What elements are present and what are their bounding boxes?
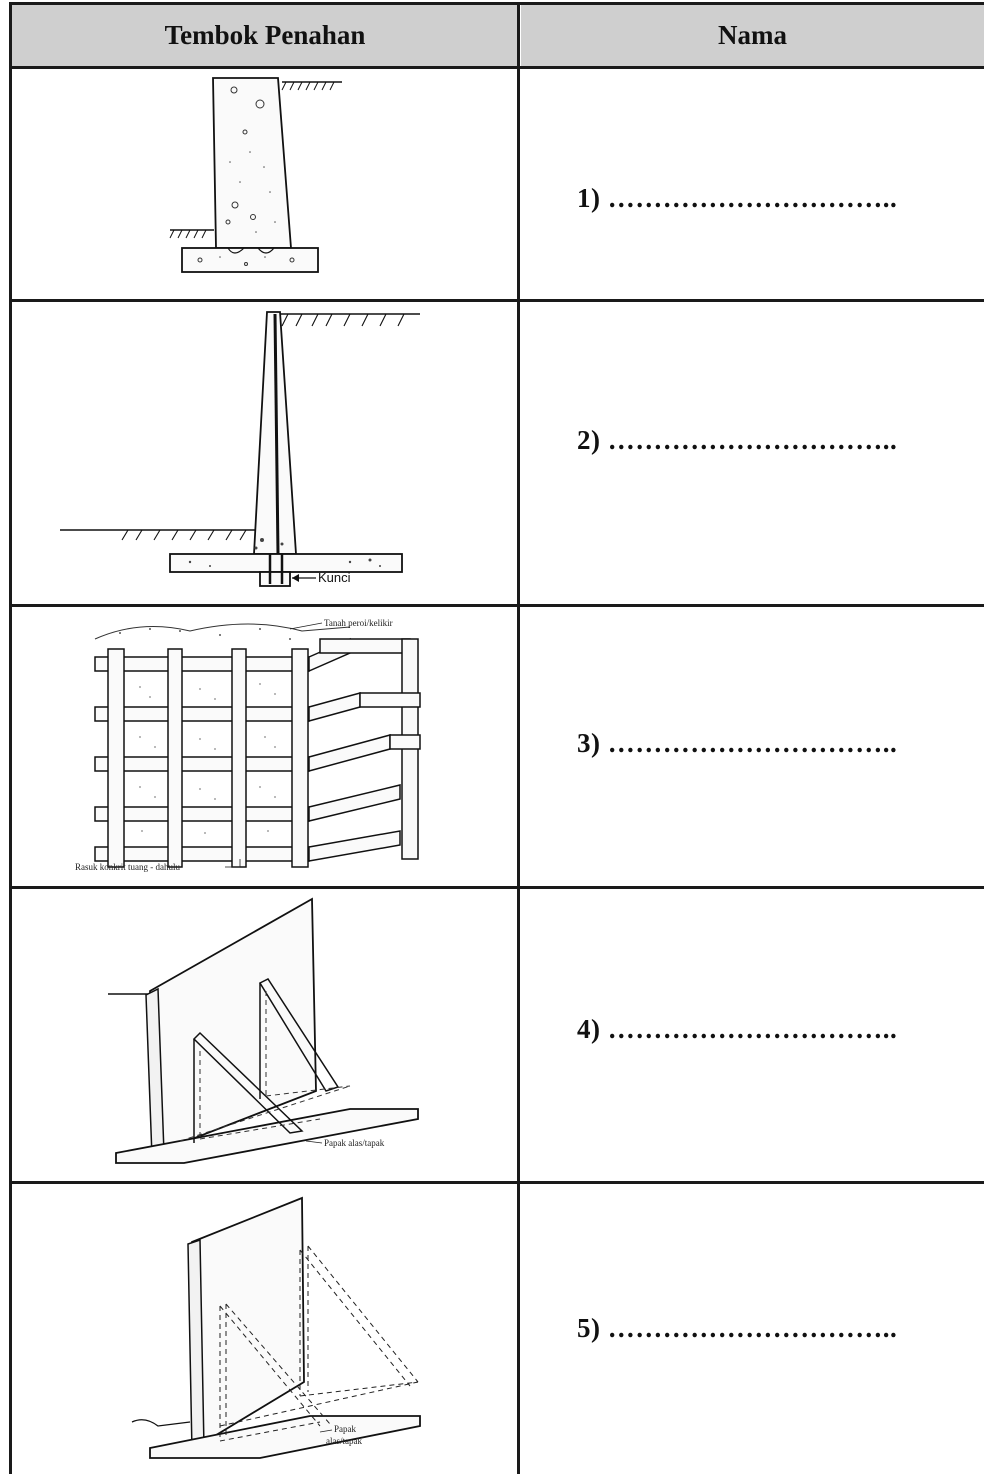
- answer-blank[interactable]: …………………………..: [607, 1313, 898, 1343]
- answer-number: 2): [577, 425, 601, 455]
- answer-row-4[interactable]: 4) …………………………..: [577, 1014, 897, 1045]
- answer-row-3[interactable]: 3) …………………………..: [577, 728, 897, 759]
- header-nama: Nama: [521, 4, 984, 67]
- answer-blank[interactable]: …………………………..: [607, 728, 898, 758]
- label-tanah-peroi: Tanah peroi/kelikir: [324, 618, 393, 628]
- answer-number: 3): [577, 728, 601, 758]
- answer-blank[interactable]: …………………………..: [607, 183, 898, 213]
- answer-number: 5): [577, 1313, 601, 1343]
- label-kunci: Kunci: [318, 570, 351, 585]
- answer-blank[interactable]: …………………………..: [607, 1014, 898, 1044]
- figure-cantilever-wall: Kunci: [20, 304, 500, 602]
- answer-blank[interactable]: …………………………..: [607, 425, 898, 455]
- counterfort-wall-drawing: Papak alas/tapak: [108, 897, 419, 1164]
- table-column-divider: [517, 2, 520, 1474]
- answer-number: 1): [577, 183, 601, 213]
- header-tembok-penahan: Tembok Penahan: [12, 4, 518, 67]
- gravity-wall-drawing: [169, 77, 342, 273]
- label-alas-tapak: alas/tapak: [326, 1436, 362, 1446]
- figure-buttress-wall: Papak alas/tapak: [20, 1186, 500, 1472]
- row-divider-4: [9, 1181, 984, 1184]
- table-border-left: [9, 2, 12, 1474]
- row-divider-3: [9, 886, 984, 889]
- label-rasuk-konkrit: Rasuk konkrit tuang - dahulu: [75, 862, 180, 872]
- answer-row-2[interactable]: 2) …………………………..: [577, 425, 897, 456]
- cantilever-wall-drawing: Kunci: [60, 311, 420, 587]
- answer-row-5[interactable]: 5) …………………………..: [577, 1313, 897, 1344]
- answer-number: 4): [577, 1014, 601, 1044]
- table-border-top: [9, 2, 984, 5]
- figure-counterfort-wall: Papak alas/tapak: [20, 891, 500, 1179]
- label-papak: Papak: [334, 1424, 356, 1434]
- answer-row-1[interactable]: 1) …………………………..: [577, 183, 897, 214]
- buttress-wall-drawing: Papak alas/tapak: [131, 1196, 421, 1459]
- row-divider-2: [9, 604, 984, 607]
- figure-gravity-wall: [20, 72, 500, 297]
- row-divider-1: [9, 299, 984, 302]
- label-papak-alas: Papak alas/tapak: [324, 1138, 385, 1148]
- header-divider: [9, 66, 984, 69]
- figure-crib-wall: Tanah peroi/kelikir Rasuk konkrit tuang …: [20, 609, 500, 885]
- crib-wall-drawing: Tanah peroi/kelikir Rasuk konkrit tuang …: [75, 618, 421, 872]
